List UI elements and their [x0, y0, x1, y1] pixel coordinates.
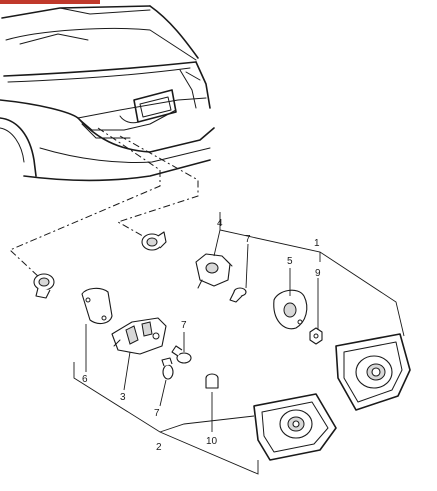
- bulb-7-middle: [171, 345, 192, 364]
- car-rear-illustration: [0, 5, 215, 182]
- callout-9: 9: [315, 268, 321, 279]
- bulb-7-lower: [161, 357, 174, 380]
- bulb-7-upper: [229, 287, 247, 303]
- relation-lines: [9, 127, 199, 279]
- grommet-upper: [141, 231, 167, 251]
- callout-7-lower: 7: [154, 408, 160, 419]
- callout-7-middle: 7: [181, 320, 187, 331]
- tail-light-housing-left: [253, 393, 337, 461]
- bulb-10: [205, 373, 219, 389]
- callout-numbers: 1 4 7 5 9 7 6 3 7 2 10: [82, 218, 321, 453]
- callout-5: 5: [287, 256, 293, 267]
- grommet-left: [33, 273, 55, 299]
- callout-10: 10: [206, 436, 218, 447]
- callout-4: 4: [217, 218, 223, 229]
- tail-light-housing-right: [335, 333, 411, 411]
- callout-6: 6: [82, 374, 88, 385]
- bulb-holder-3: [111, 317, 167, 355]
- corner-bar: [0, 0, 100, 4]
- callout-3: 3: [120, 392, 126, 403]
- nut-9: [309, 327, 323, 345]
- gasket-6: [81, 287, 113, 325]
- callout-2: 2: [156, 442, 162, 453]
- seal-5: [273, 289, 308, 330]
- callout-7-upper: 7: [245, 234, 251, 245]
- callout-1: 1: [314, 238, 320, 249]
- bulb-holder-4: [195, 253, 233, 289]
- leader-lines: [73, 212, 405, 475]
